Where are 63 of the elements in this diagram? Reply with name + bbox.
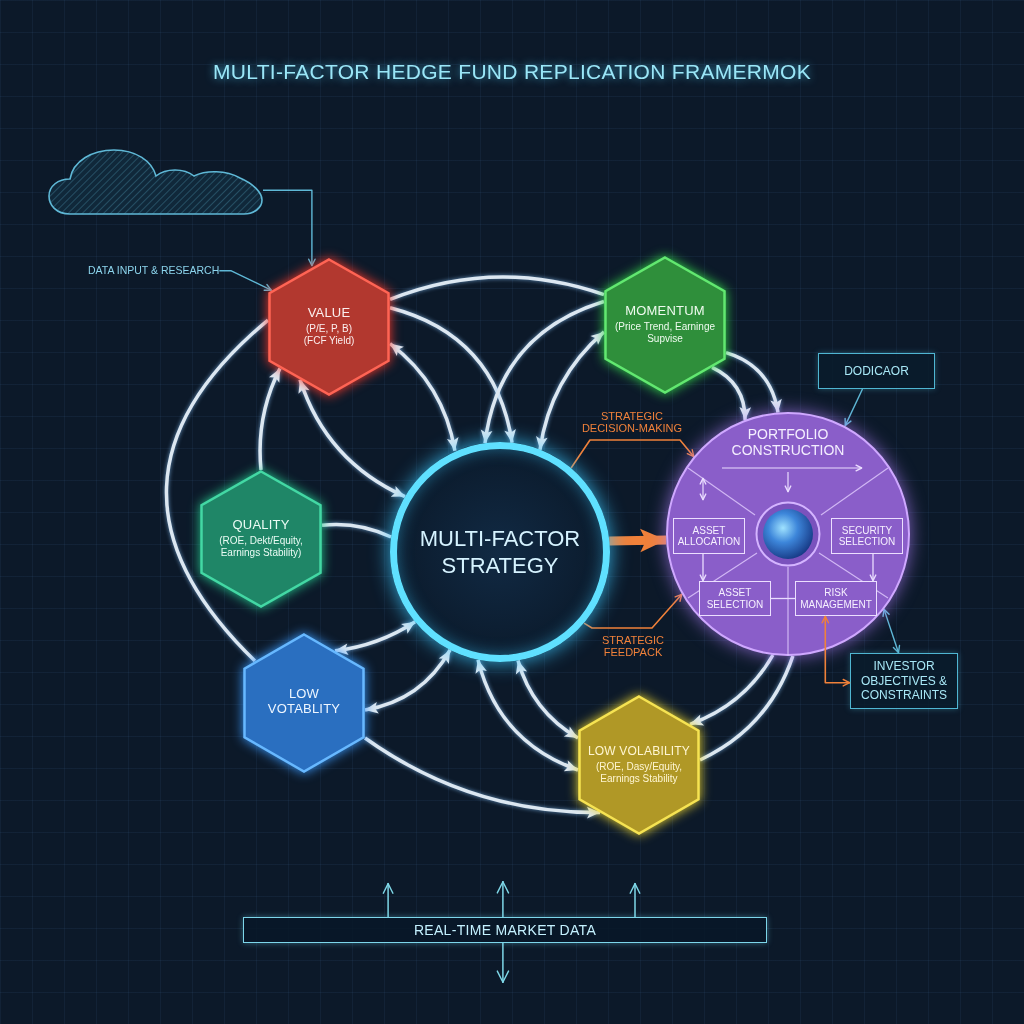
connector-line (164, 318, 270, 663)
edge-label: STRATEGIC FEEDPACK (600, 634, 666, 659)
arrow (382, 882, 394, 918)
factor-hexagon (604, 256, 726, 394)
arrow (496, 880, 510, 918)
arrow (475, 659, 579, 772)
arrow (844, 388, 864, 427)
arrow (258, 367, 282, 471)
arrow (364, 649, 452, 714)
factor-name: VALUE (307, 306, 351, 322)
arrow (570, 439, 695, 469)
factor-name: QUALITY (232, 518, 290, 534)
component-box: RISK MANAGEMENT (795, 581, 877, 616)
arrow (583, 593, 683, 629)
arrow (699, 553, 707, 582)
factor-name: MOMENTUM (625, 304, 705, 320)
arrow (882, 608, 901, 654)
arrow (481, 299, 605, 444)
diagram-title: MULTI-FACTOR HEDGE FUND REPLICATION FRAMERMOK (213, 60, 811, 84)
arrow (725, 350, 782, 413)
arrow (516, 660, 579, 740)
arrow (821, 615, 851, 687)
info-box: INVESTOR OBJECTIVES & CONSTRAINTS (850, 653, 958, 709)
factor-hexagon (578, 695, 700, 835)
annotation-text: DATA INPUT & RESEARCH (88, 264, 220, 278)
glowing-sphere (755, 501, 821, 567)
portfolio-title: PORTFOLIO CONSTRUCTION (731, 426, 845, 459)
factor-name: LOW VOLABILITY (587, 744, 691, 759)
connector-line (389, 275, 605, 302)
edge-label: STRATEGIC DECISION-MAKING (580, 410, 684, 435)
thick-arrow (609, 528, 667, 553)
component-box: SECURITY SELECTION (831, 518, 903, 554)
data-source-bar: REAL-TIME MARKET DATA (243, 917, 767, 943)
arrow (869, 553, 877, 582)
factor-metrics: (ROE, Dasy/Equity, Earnings Stability (595, 760, 683, 786)
arrow (536, 330, 606, 450)
factor-metrics: (Price Trend, Earninge Supvise (613, 321, 717, 346)
arrow (711, 365, 751, 421)
arrow (298, 379, 406, 499)
factor-metrics: (FCF Yield) (303, 335, 355, 348)
arrow (629, 882, 641, 918)
factor-hexagon (243, 633, 365, 773)
cloud-shape (48, 148, 263, 216)
connector-line (699, 655, 795, 762)
factor-hexagon (200, 470, 322, 608)
arrow (364, 736, 601, 819)
strategy-label: MULTI-FACTOR STRATEGY (418, 524, 582, 580)
arrow (262, 189, 316, 267)
factor-name: LOW VOTABLITY (267, 687, 341, 717)
factor-metrics: (ROE, Dekt/Equity, Earnings Stability) (218, 535, 304, 560)
connector-line (321, 522, 392, 539)
arrow (218, 270, 273, 292)
factor-hexagon (268, 258, 390, 396)
component-box: ASSET SELECTION (699, 581, 771, 616)
arrow (334, 620, 417, 655)
component-box: ASSET ALLOCATION (673, 518, 745, 554)
info-box: DODICAOR (818, 353, 935, 389)
arrow (388, 342, 459, 452)
arrow (689, 654, 775, 726)
arrow (496, 942, 510, 984)
connector-line (770, 597, 796, 600)
factor-metrics: (P/E, P, B) (306, 323, 352, 336)
arrow (389, 306, 516, 444)
